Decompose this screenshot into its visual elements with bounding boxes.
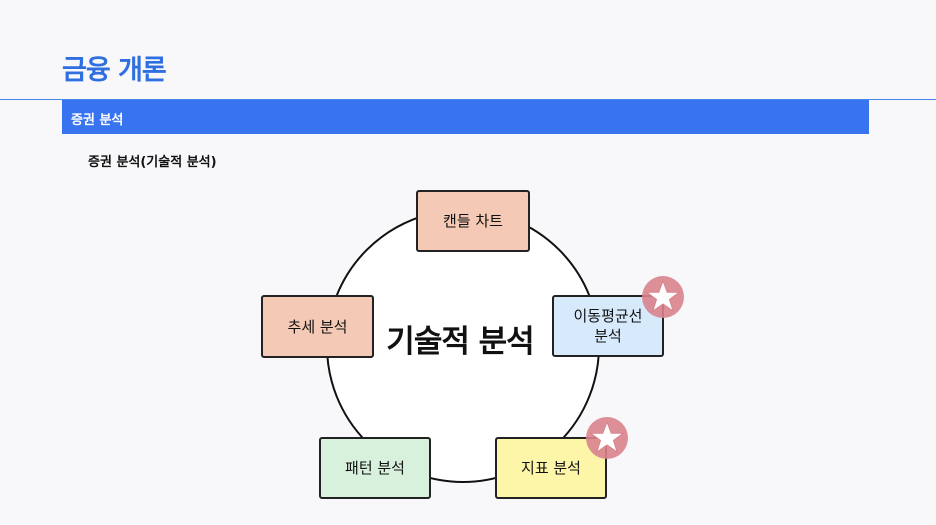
- star-icon: [586, 417, 628, 459]
- node-trend-analysis: 추세 분석: [261, 295, 374, 358]
- node-label: 패턴 분석: [345, 459, 405, 477]
- node-label: 이동평균선: [573, 307, 643, 325]
- slide-subtitle: 증권 분석(기술적 분석): [88, 155, 217, 170]
- node-label: 분석: [594, 327, 622, 345]
- node-pattern-analysis: 패턴 분석: [319, 437, 431, 499]
- star-icon: [642, 276, 684, 318]
- node-indicator-analysis: 지표 분석: [495, 437, 607, 499]
- node-candle-chart: 캔들 차트: [416, 190, 530, 252]
- header-divider: [0, 99, 936, 100]
- node-label: 지표 분석: [521, 459, 581, 477]
- center-label: 기술적 분석: [386, 324, 534, 360]
- node-label: 추세 분석: [287, 317, 348, 336]
- section-bar: 증권 분석: [62, 100, 869, 134]
- page-title: 금융 개론: [62, 55, 167, 86]
- node-label: 캔들 차트: [443, 212, 503, 230]
- section-label: 증권 분석: [71, 113, 124, 128]
